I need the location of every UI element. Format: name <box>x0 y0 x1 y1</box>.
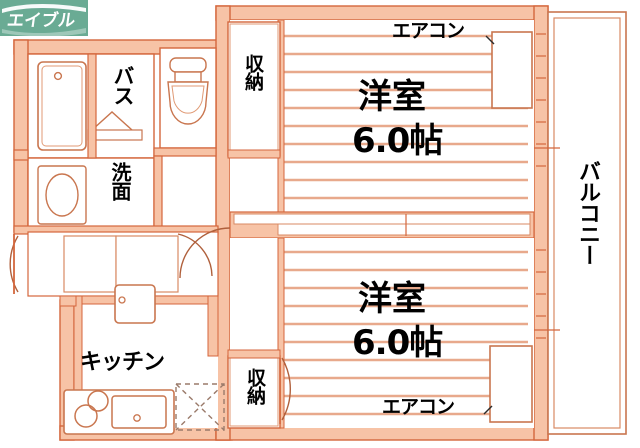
floor-planks-bottom <box>284 250 528 416</box>
brand-logo-svg: エイブル <box>0 0 88 36</box>
room-top-door-swing-icon <box>179 227 231 279</box>
aircon-top-leader <box>485 35 495 45</box>
balcony-outline <box>547 11 627 435</box>
window-bottom-right <box>534 249 560 339</box>
washbasin-sink-icon <box>45 173 79 217</box>
room-bottom-door-swing <box>281 357 292 421</box>
floor-planks-top <box>284 34 528 200</box>
closet-top <box>227 21 281 159</box>
closet-bottom <box>227 349 281 429</box>
balcony-label: バルコニー <box>575 160 600 265</box>
kitchen-area <box>63 284 225 435</box>
room-name-bottom: 洋室 <box>358 279 426 319</box>
wall-stubs <box>59 295 219 357</box>
kitchen-drain-icon <box>133 414 141 422</box>
aircon-unit-bottom <box>489 345 533 423</box>
stove-burner-icon <box>87 390 109 412</box>
toilet-room <box>159 47 217 149</box>
window-top-right <box>534 33 560 167</box>
closet-label-bottom: 収納 <box>244 368 266 404</box>
brand-logo: エイブル <box>0 0 88 36</box>
stove-burner-icon <box>74 404 98 428</box>
kitchen-label: キッチン <box>80 350 165 375</box>
brand-logo-text: エイブル <box>6 10 77 31</box>
bathtub-drain-icon <box>53 71 63 81</box>
aircon-bottom-leader <box>483 405 493 415</box>
room-name-top: 洋室 <box>358 77 426 117</box>
entrance-door-swing-icon <box>9 235 19 293</box>
washbasin-room <box>27 157 155 233</box>
aircon-label-bottom: エアコン <box>382 396 455 418</box>
washbasin-label: 洗面 <box>108 162 132 200</box>
genkan-step <box>63 235 117 293</box>
room-size-top: 6.0帖 <box>352 121 443 161</box>
toilet-tank-icon <box>169 57 207 73</box>
aircon-label-top: エアコン <box>392 20 465 42</box>
water-heater-icon <box>114 284 156 324</box>
hall-door-swing-icon <box>177 233 213 277</box>
bathtub-icon <box>37 61 87 151</box>
kitchen-sink-icon <box>111 395 167 429</box>
toilet-bowl-icon <box>167 81 209 125</box>
closet-label-top: 収納 <box>242 54 264 90</box>
room-size-bottom: 6.0帖 <box>352 323 443 363</box>
bath-door-icon <box>91 111 133 131</box>
refrigerator-space-icon <box>175 383 225 431</box>
bath-label: バス <box>111 65 135 105</box>
aircon-unit-top <box>491 31 533 109</box>
entrance-hall <box>9 231 219 297</box>
sliding-partition <box>229 211 535 239</box>
bath-room <box>27 53 155 159</box>
